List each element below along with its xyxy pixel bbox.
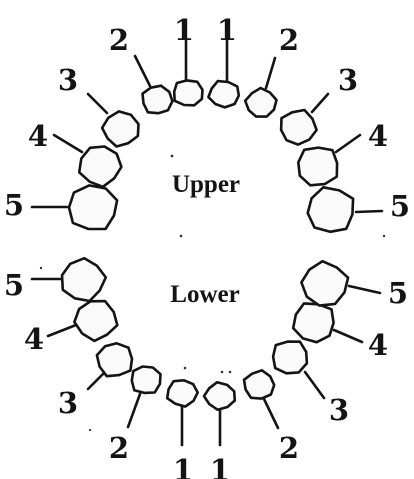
upper-tooth-right-5 — [306, 186, 355, 234]
upper-leader-line-right-5 — [354, 209, 384, 214]
lower-leader-line-right-3 — [303, 370, 326, 400]
upper-tooth-right-1 — [207, 79, 241, 109]
lower-tooth-number-left-2: 2 — [109, 431, 129, 465]
lower-tooth-right-4 — [291, 302, 335, 344]
speck — [228, 370, 232, 374]
speck — [179, 234, 183, 238]
upper-tooth-number-right-1: 1 — [217, 13, 237, 47]
speck — [220, 370, 224, 374]
lower-tooth-number-right-5: 5 — [388, 276, 408, 310]
lower-tooth-left-4 — [73, 299, 119, 343]
speck — [39, 266, 43, 270]
lower-leader-line-left-3 — [86, 371, 106, 391]
lower-tooth-number-right-4: 4 — [368, 328, 388, 362]
lower-tooth-right-1 — [202, 381, 237, 411]
upper-tooth-left-2 — [141, 84, 174, 115]
speck — [170, 154, 174, 158]
upper-leader-line-right-4 — [334, 133, 362, 154]
upper-tooth-left-1 — [172, 79, 204, 107]
speck — [382, 234, 386, 238]
lower-tooth-number-left-3: 3 — [58, 386, 78, 420]
lower-tooth-number-left-1: 1 — [173, 453, 193, 479]
lower-leader-line-left-4 — [46, 323, 78, 338]
upper-tooth-right-4 — [297, 146, 339, 187]
upper-tooth-left-5 — [67, 184, 119, 231]
lower-tooth-number-right-2: 2 — [279, 431, 299, 465]
upper-tooth-number-left-3: 3 — [58, 63, 78, 97]
lower-leader-line-right-4 — [332, 328, 364, 344]
lower-tooth-number-right-1: 1 — [210, 453, 230, 479]
upper-leader-line-left-2 — [133, 54, 152, 88]
upper-tooth-right-2 — [243, 86, 278, 118]
lower-tooth-left-1 — [165, 379, 199, 408]
upper-tooth-number-right-3: 3 — [338, 63, 358, 97]
upper-leader-line-left-4 — [52, 133, 84, 154]
upper-tooth-left-3 — [100, 110, 140, 148]
upper-tooth-number-left-2: 2 — [109, 23, 129, 57]
lower-tooth-number-left-4: 4 — [24, 322, 44, 356]
upper-leader-line-right-3 — [310, 92, 330, 114]
upper-arch-label: Upper — [172, 171, 240, 198]
upper-leader-line-left-3 — [86, 92, 109, 115]
lower-tooth-right-3 — [271, 340, 309, 375]
lower-tooth-left-3 — [95, 342, 134, 378]
upper-tooth-number-left-4: 4 — [28, 119, 48, 153]
upper-tooth-right-3 — [279, 108, 318, 146]
upper-tooth-number-right-4: 4 — [368, 119, 388, 153]
lower-tooth-number-left-5: 5 — [4, 268, 24, 302]
speck — [183, 366, 187, 370]
upper-leader-line-right-2 — [264, 56, 277, 90]
lower-arch-label: Lower — [170, 281, 239, 308]
lower-tooth-left-5 — [60, 256, 108, 303]
lower-leader-line-right-5 — [347, 284, 382, 295]
lower-leader-line-left-2 — [126, 392, 142, 429]
lower-tooth-right-5 — [300, 259, 350, 307]
speck — [88, 428, 92, 432]
lower-tooth-number-right-3: 3 — [329, 393, 349, 427]
lower-tooth-right-2 — [242, 369, 276, 400]
upper-tooth-left-4 — [77, 145, 123, 189]
lower-leader-line-right-2 — [262, 397, 280, 430]
lower-tooth-left-2 — [130, 365, 162, 395]
upper-tooth-number-left-5: 5 — [4, 188, 24, 222]
upper-tooth-number-right-2: 2 — [279, 23, 299, 57]
upper-tooth-number-left-1: 1 — [174, 13, 194, 47]
upper-tooth-number-right-5: 5 — [390, 189, 410, 223]
